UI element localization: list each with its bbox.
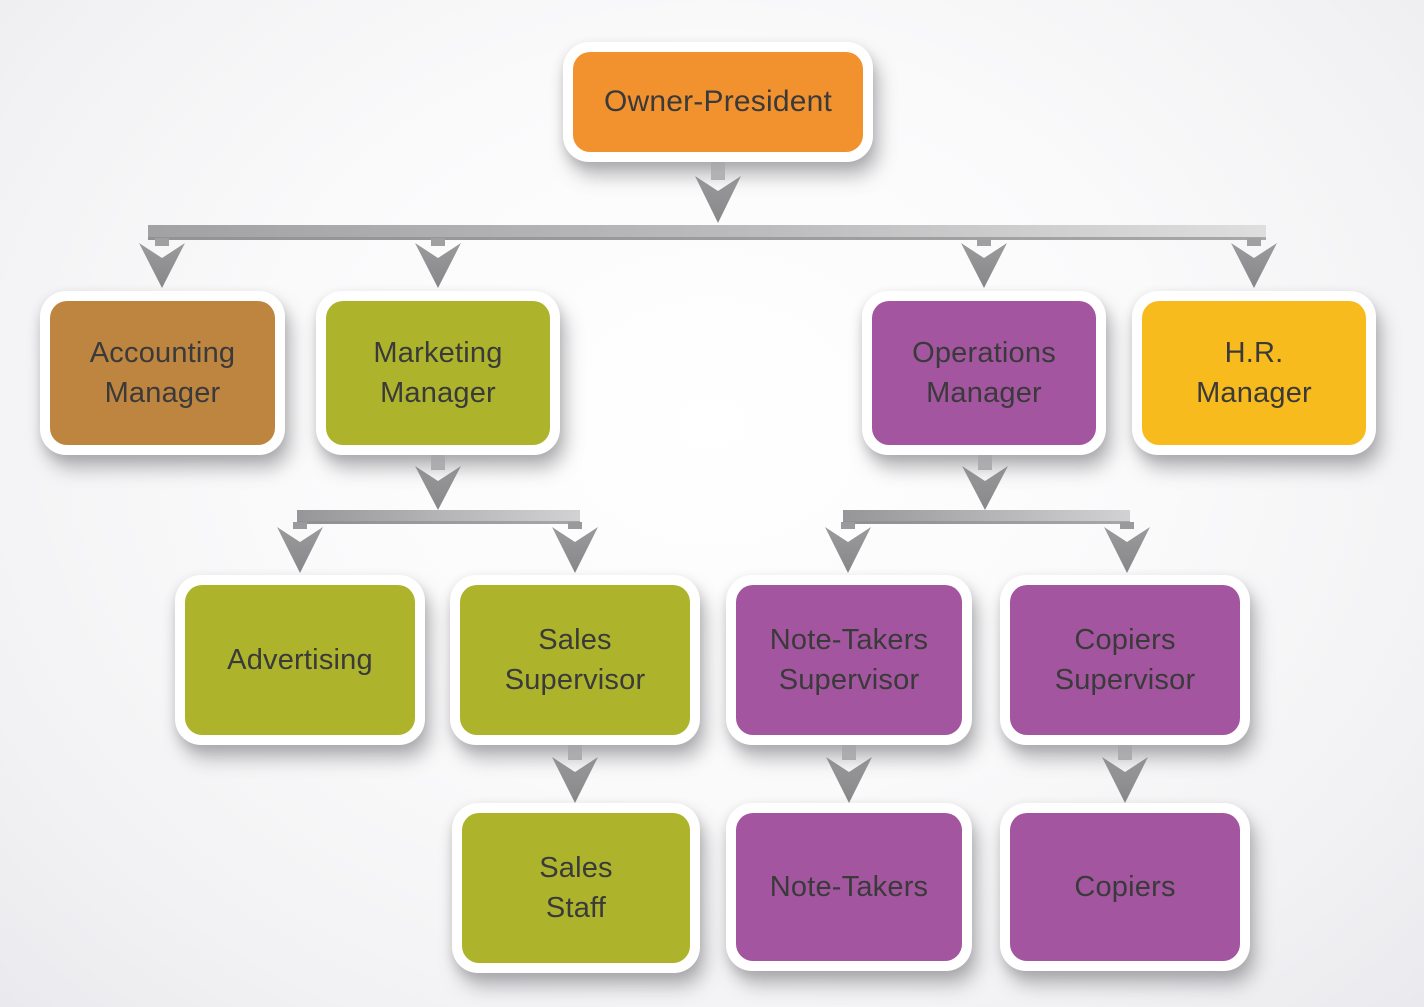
node-advertising: Advertising [175,575,425,745]
node-copiers-supervisor-fill: Copiers Supervisor [1010,585,1240,735]
arrow-operations-to-subbar [962,453,1008,510]
node-copiers: Copiers [1000,803,1250,971]
arrow-to-advertising [277,522,323,573]
node-label: Accounting Manager [89,336,236,409]
node-note-takers-fill: Note-Takers [736,813,962,961]
node-label: Note-Takers [769,870,929,903]
node-note-takers: Note-Takers [726,803,972,971]
arrow-to-marketing-manager [415,238,461,288]
node-label: Marketing Manager [373,336,503,409]
node-marketing-manager: Marketing Manager [316,291,560,455]
connector-marketing-bar [297,510,580,524]
node-owner-president: Owner-President [563,42,873,162]
node-notetakers-supervisor-fill: Note-Takers Supervisor [736,585,962,735]
node-owner-president-fill: Owner-President [573,52,863,152]
node-accounting-manager: Accounting Manager [40,291,285,455]
arrow-to-hr-manager [1231,238,1277,288]
connector-operations-bar [843,510,1130,524]
node-label: Note-Takers Supervisor [769,623,929,696]
node-notetakers-supervisor: Note-Takers Supervisor [726,575,972,745]
arrow-marketing-to-subbar [415,453,461,510]
arrow-to-copiers-supervisor [1104,522,1150,573]
arrow-owner-to-managers [695,160,741,223]
node-label: Copiers Supervisor [1054,623,1196,696]
node-hr-manager-fill: H.R. Manager [1142,301,1366,445]
node-hr-manager: H.R. Manager [1132,291,1376,455]
arrow-to-operations-manager [961,238,1007,288]
node-operations-manager-fill: Operations Manager [872,301,1096,445]
connector-main-bar [148,225,1266,240]
arrow-to-note-takers [826,742,872,803]
arrow-to-notetakers-supervisor [825,522,871,573]
node-label: Sales Supervisor [504,623,646,696]
arrow-to-copiers [1102,742,1148,803]
node-label: Operations Manager [912,336,1056,409]
arrow-to-accounting-manager [139,238,185,288]
node-operations-manager: Operations Manager [862,291,1106,455]
node-label: Owner-President [603,85,833,119]
node-advertising-fill: Advertising [185,585,415,735]
node-label: Advertising [227,643,373,676]
node-sales-supervisor-fill: Sales Supervisor [460,585,690,735]
node-sales-supervisor: Sales Supervisor [450,575,700,745]
node-label: Copiers [1074,870,1176,903]
node-copiers-fill: Copiers [1010,813,1240,961]
node-accounting-manager-fill: Accounting Manager [50,301,275,445]
node-label: Sales Staff [539,851,613,924]
node-copiers-supervisor: Copiers Supervisor [1000,575,1250,745]
node-sales-staff-fill: Sales Staff [462,813,690,963]
arrow-to-sales-staff [552,742,598,803]
node-label: H.R. Manager [1196,336,1312,409]
arrow-to-sales-supervisor [552,522,598,573]
node-marketing-manager-fill: Marketing Manager [326,301,550,445]
node-sales-staff: Sales Staff [452,803,700,973]
